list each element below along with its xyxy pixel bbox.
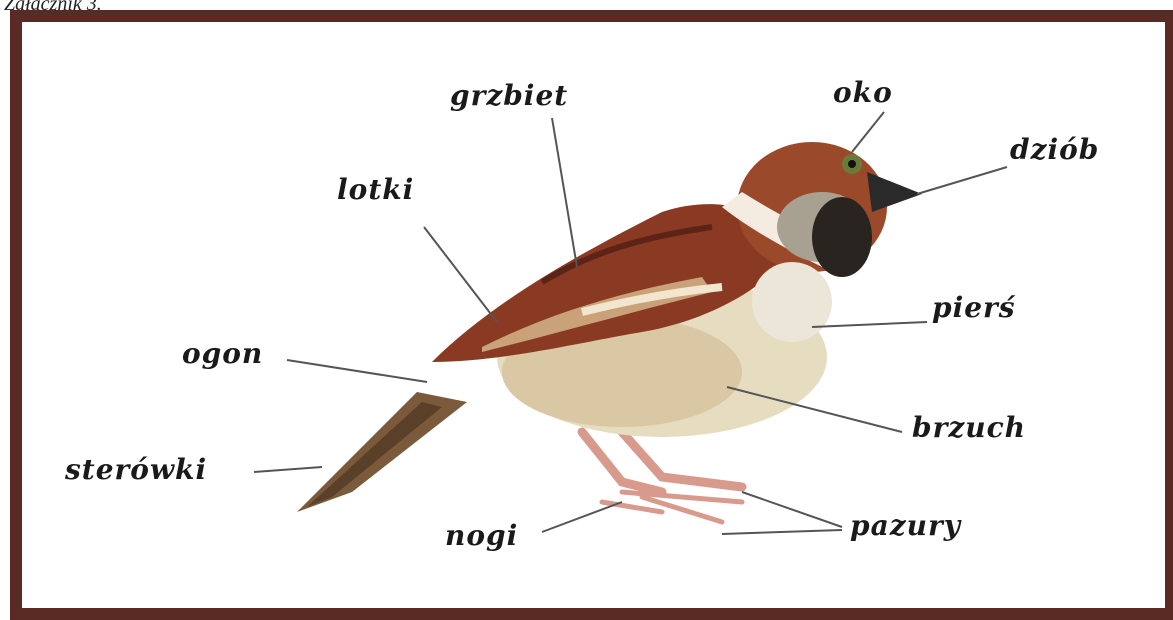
label-pazury: pazury	[850, 510, 961, 542]
leader-grzbiet	[552, 118, 577, 267]
bird-beak	[867, 172, 922, 212]
label-nogi: nogi	[445, 520, 518, 552]
bird-breast	[752, 262, 832, 342]
leader-ogon	[287, 360, 427, 382]
label-sterowki: sterówki	[65, 454, 207, 486]
bird-legs	[582, 432, 742, 492]
leader-sterowki	[254, 467, 322, 472]
label-brzuch: brzuch	[912, 412, 1026, 444]
leader-dziob	[917, 167, 1007, 194]
label-oko: oko	[833, 77, 893, 109]
leader-oko	[852, 112, 884, 152]
leader-pazury-2	[722, 530, 842, 534]
leader-nogi	[542, 502, 622, 532]
label-ogon: ogon	[182, 338, 263, 370]
label-dziob: dziób	[1010, 134, 1099, 166]
leader-lotki	[424, 227, 497, 322]
label-lotki: lotki	[337, 174, 414, 206]
diagram-frame: grzbiet oko dziób lotki pierś ogon brzuc…	[10, 10, 1173, 620]
leader-piers	[812, 322, 927, 327]
label-piers: pierś	[932, 292, 1016, 324]
label-grzbiet: grzbiet	[450, 80, 568, 112]
leader-pazury-1	[742, 492, 842, 527]
